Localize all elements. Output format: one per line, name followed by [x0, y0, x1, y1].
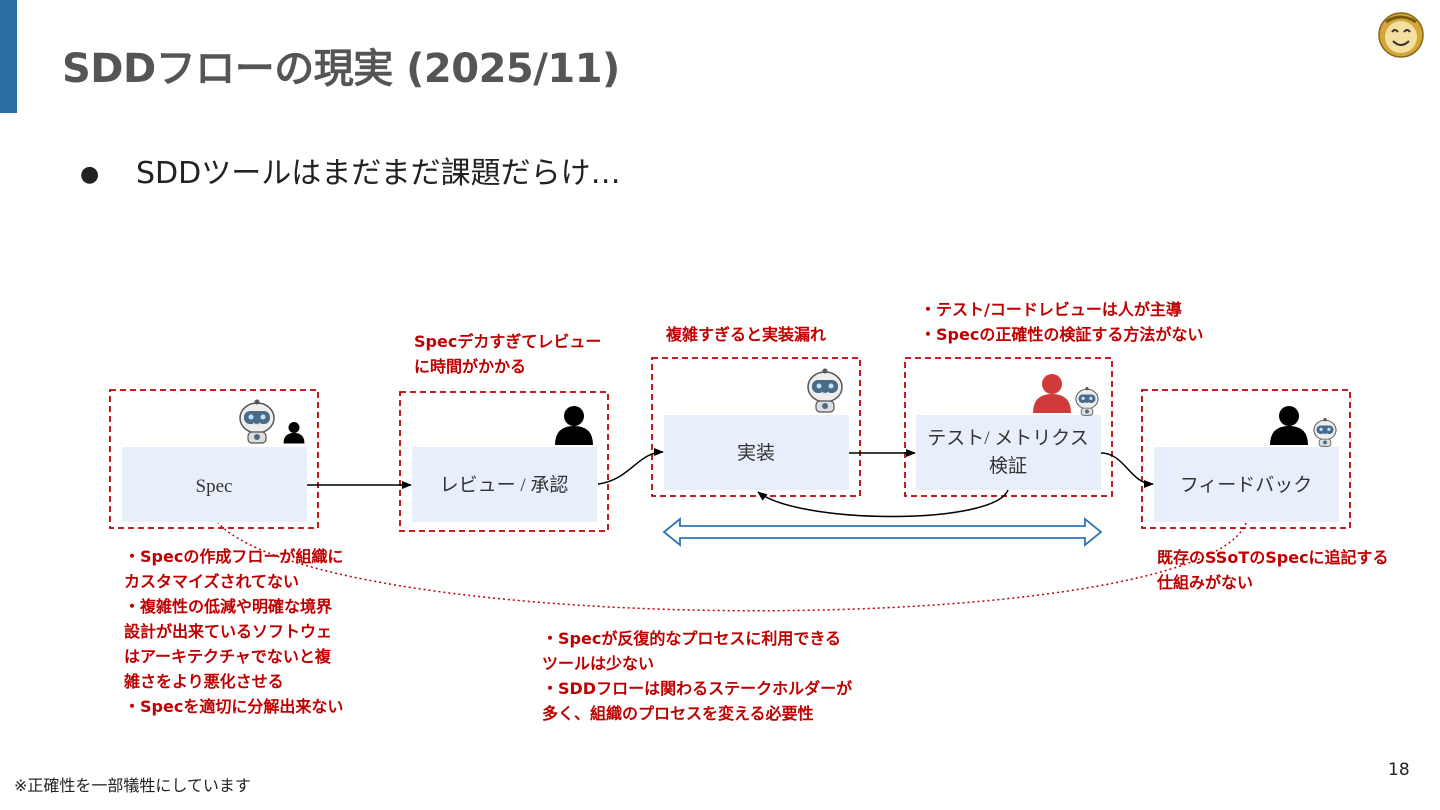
spec-step-box	[122, 447, 307, 522]
test-group-frame	[904, 357, 1113, 497]
spec-group-frame	[109, 389, 319, 529]
impl-robot-icon	[807, 367, 843, 413]
note-line: ・テスト/コードレビューは人が主導	[920, 300, 1182, 319]
note-line: に時間がかかる	[414, 357, 527, 376]
review-note: Specデカすぎてレビュー に時間がかかる	[414, 329, 601, 379]
test-to-feedback-arrow	[1100, 452, 1154, 488]
footnote: ※正確性を一部犠牲にしています	[14, 776, 251, 795]
note-line: ・複雑性の低減や明確な境界	[124, 597, 333, 616]
feedback-step-label: フィードバック	[1180, 474, 1313, 496]
note-line: ・Specの作成フローが組織に	[124, 547, 344, 566]
test-step-label-line1: テスト/ メトリクス	[927, 427, 1088, 449]
review-step-box	[412, 447, 597, 522]
test-robot-icon	[1075, 386, 1099, 416]
review-person-icon	[555, 406, 593, 445]
impl-step-label: 実装	[737, 442, 775, 464]
note-line: ツールは少ない	[542, 654, 655, 673]
test-note: ・テスト/コードレビューは人が主導 ・Specの正確性の検証する方法がない	[920, 297, 1203, 347]
note-line: ・SDDフローは関わるステークホルダーが	[542, 679, 853, 698]
feedback-robot-icon	[1313, 417, 1337, 447]
impl-step-box	[664, 415, 849, 490]
test-step-label-line2: 検証	[989, 455, 1027, 477]
spec-step-label: Spec	[196, 476, 233, 497]
note-line: ・Specが反復的なプロセスに利用できる	[542, 629, 841, 648]
spec-person-icon	[283, 422, 305, 444]
review-group-frame	[399, 391, 609, 532]
test-step-box	[916, 415, 1101, 490]
feedback-note: 既存のSSoTのSpecに追記する 仕組みがない	[1157, 545, 1389, 595]
review-step-label: レビュー / 承認	[440, 474, 569, 496]
feedback-person-icon	[1270, 406, 1308, 445]
bullet-text: SDDツールはまだまだ課題だらけ…	[136, 156, 621, 191]
impl-group-frame	[651, 357, 861, 497]
spec-robot-icon	[239, 398, 275, 444]
bullet-dot-icon: ●	[80, 162, 100, 187]
feedback-group-frame	[1141, 389, 1351, 529]
feedback-step-box	[1154, 447, 1339, 522]
note-line: 多く、組織のプロセスを変える必要性	[542, 704, 814, 723]
note-line: 設計が出来ているソフトウェ	[124, 622, 333, 641]
page-number: 18	[1388, 760, 1410, 780]
slide-title: SDDフローの現実 (2025/11)	[62, 46, 620, 92]
feedback-loop-dotted-line	[217, 522, 1247, 612]
note-line: カスタマイズされてない	[124, 572, 300, 591]
test-to-impl-loop-arrow	[757, 489, 1009, 518]
review-to-impl-arrow	[597, 448, 664, 485]
bullet-item: ● SDDツールはまだまだ課題だらけ…	[80, 148, 621, 192]
note-line: 既存のSSoTのSpecに追記する	[1157, 548, 1389, 567]
spec-note: ・Specの作成フローが組織に カスタマイズされてない ・複雑性の低減や明確な境…	[124, 544, 343, 719]
note-line: ・Specの正確性の検証する方法がない	[920, 325, 1204, 344]
note-line: 雑さをより悪化させる	[124, 672, 284, 691]
note-line: 仕組みがない	[1157, 573, 1254, 592]
note-line: ・Specを適切に分解出来ない	[124, 697, 344, 716]
note-line: はアーキテクチャでないと複	[124, 647, 331, 666]
note-line: 複雑すぎると実装漏れ	[666, 325, 827, 344]
accent-bar	[0, 0, 17, 113]
note-line: Specデカすぎてレビュー	[414, 332, 602, 351]
double-headed-arrow	[662, 517, 1103, 547]
author-avatar-icon	[1378, 12, 1424, 58]
process-note: ・Specが反復的なプロセスに利用できる ツールは少ない ・SDDフローは関わる…	[542, 626, 852, 726]
impl-note: 複雑すぎると実装漏れ	[666, 322, 826, 347]
test-red-person-icon	[1033, 374, 1071, 413]
